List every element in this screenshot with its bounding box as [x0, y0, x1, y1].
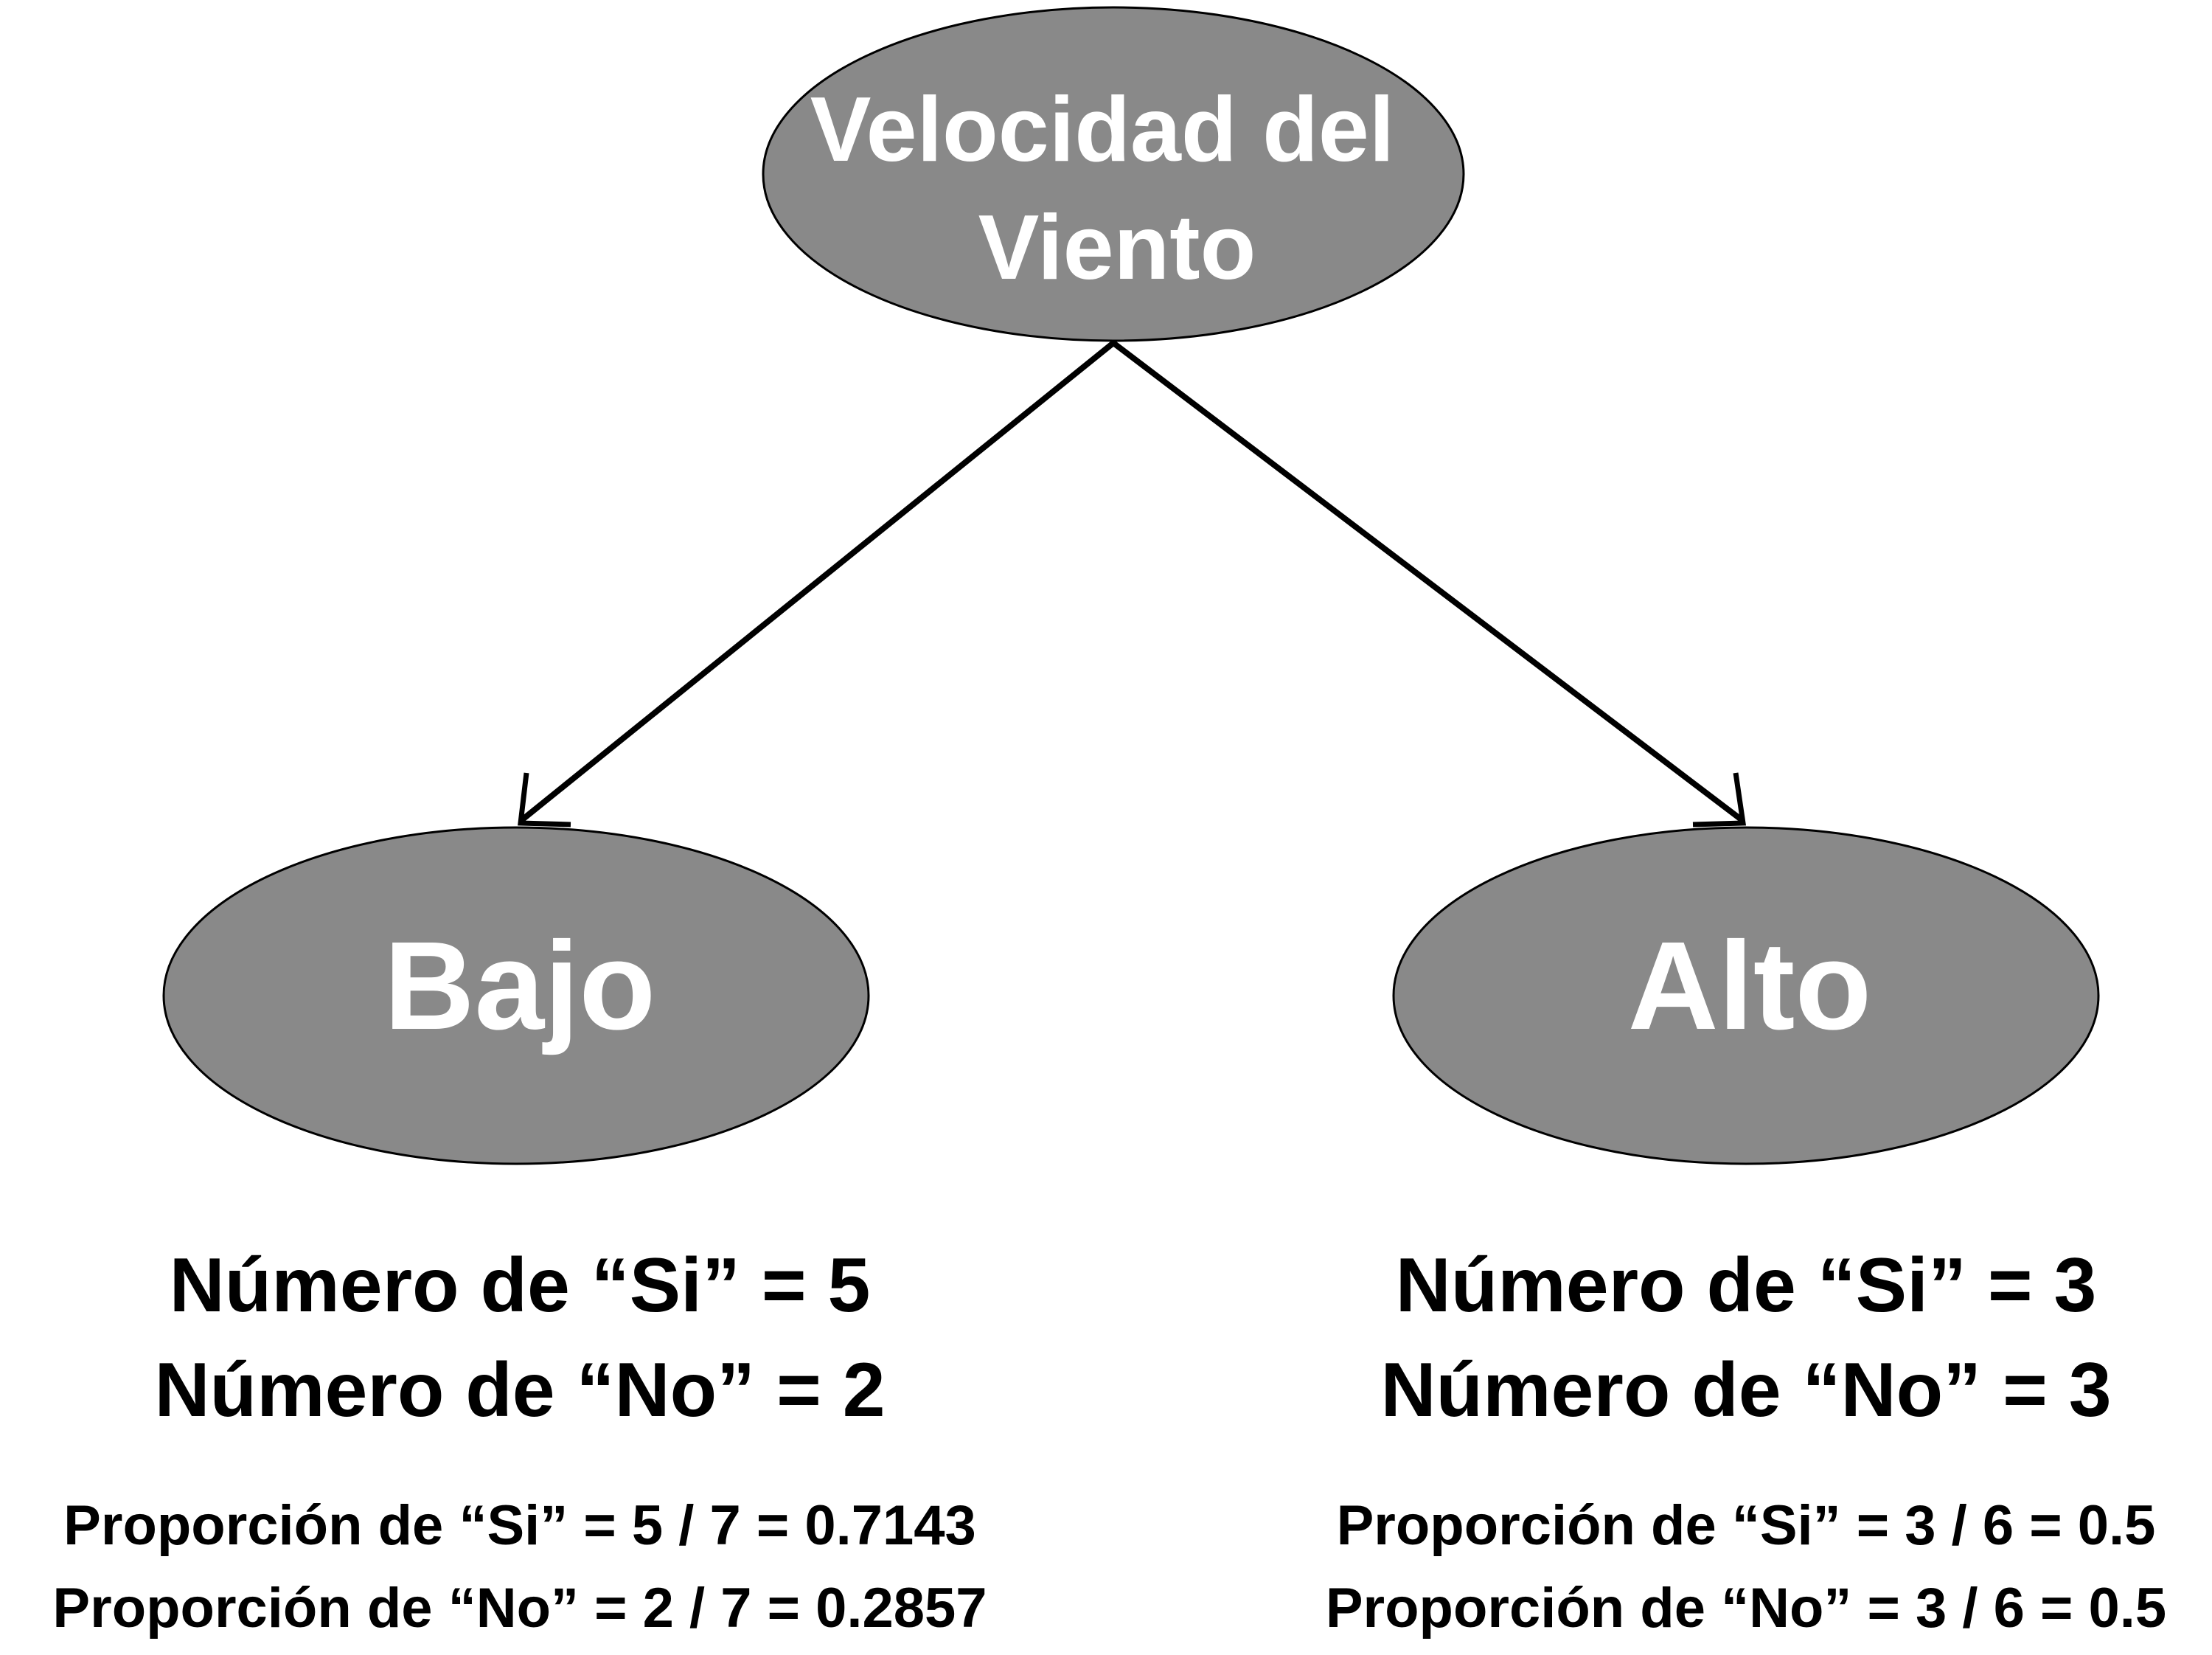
- arrowhead-alto: [1692, 772, 1747, 828]
- bajo-node-label: Bajo: [384, 916, 655, 1056]
- root-node: Velocidad del Viento: [762, 6, 1465, 342]
- edge-root-to-alto: [1110, 340, 1743, 822]
- alto-prop-si: Proporción de “Si” = 3 / 6 = 0.5: [1337, 1494, 2156, 1557]
- bajo-node-ellipse: [162, 826, 870, 1165]
- bajo-prop-si: Proporción de “Si” = 5 / 7 = 0.7143: [63, 1494, 976, 1557]
- alto-node-label: Alto: [1628, 916, 1871, 1056]
- root-node-ellipse: [762, 6, 1465, 342]
- bajo-node: Bajo: [162, 826, 870, 1165]
- alto-count-no: Número de “No” = 3: [1380, 1347, 2111, 1433]
- alto-node-ellipse: [1392, 826, 2100, 1165]
- arrowhead-bajo: [518, 772, 571, 828]
- alto-count-si: Número de “Si” = 3: [1396, 1243, 2097, 1328]
- root-node-label-line2: Viento: [978, 197, 1256, 299]
- bajo-count-no: Número de “No” = 2: [154, 1347, 885, 1433]
- alto-prop-no: Proporción de “No” = 3 / 6 = 0.5: [1326, 1577, 2166, 1640]
- root-node-label-line1: Velocidad del: [810, 79, 1395, 181]
- alto-node: Alto: [1392, 826, 2100, 1165]
- bajo-count-si: Número de “Si” = 5: [170, 1243, 871, 1328]
- bajo-prop-no: Proporción de “No” = 2 / 7 = 0.2857: [52, 1577, 987, 1640]
- edge-root-to-bajo: [521, 340, 1116, 822]
